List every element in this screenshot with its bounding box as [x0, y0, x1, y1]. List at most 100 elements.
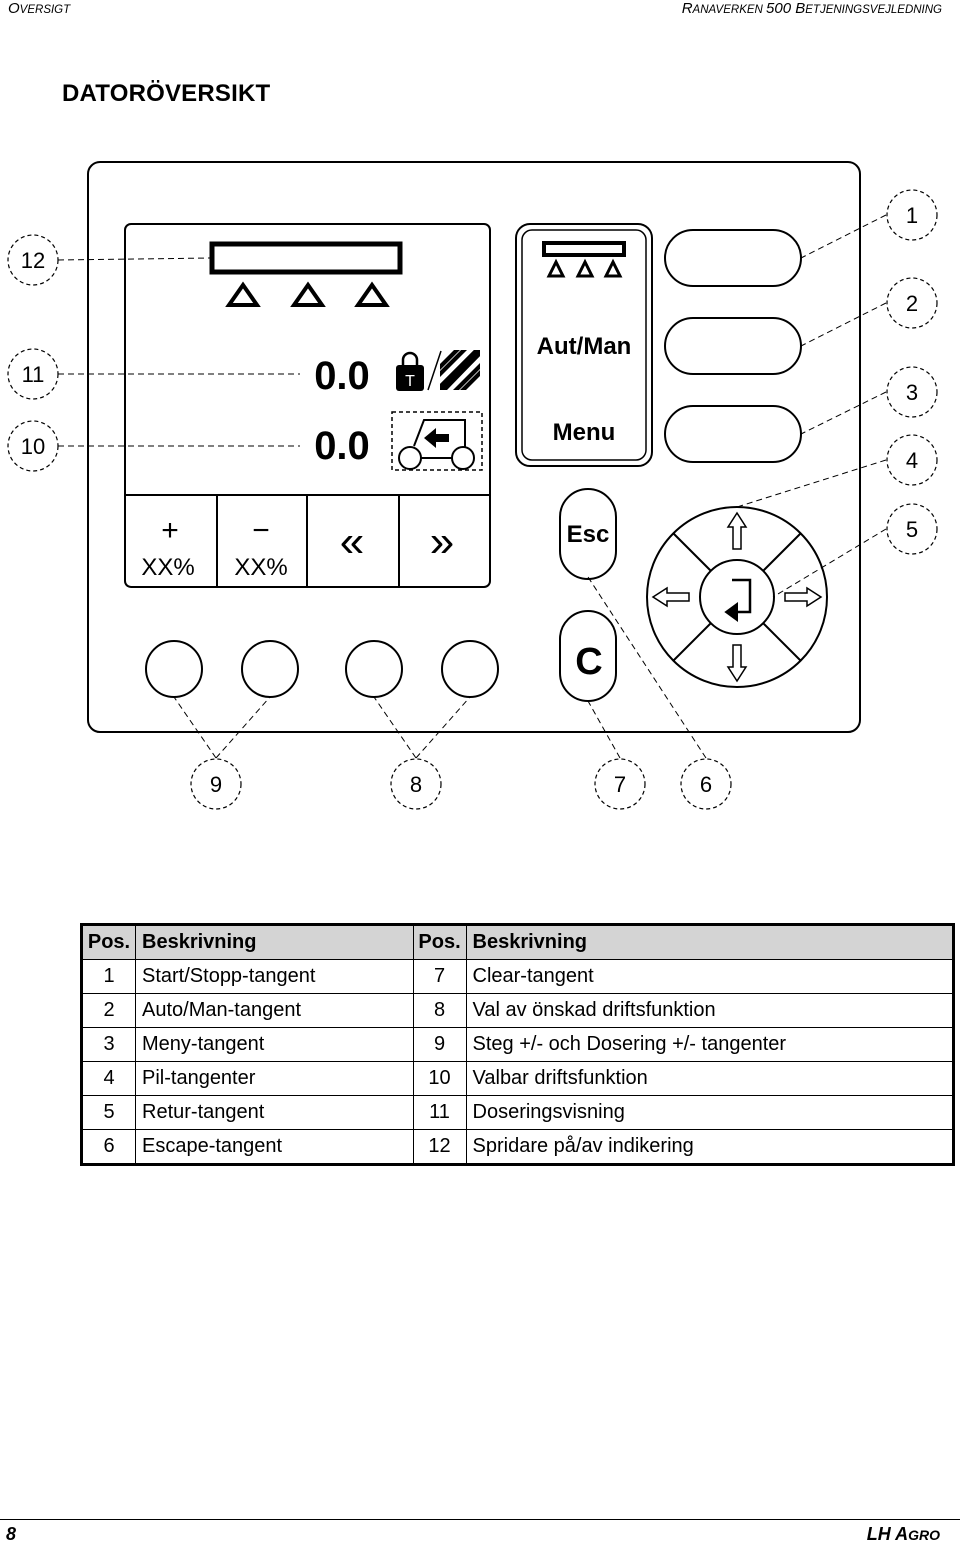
table-cell: 9	[412, 1027, 467, 1062]
table-cell: Val av önskad driftsfunktion	[465, 993, 955, 1028]
spreader-boom-icon	[209, 241, 403, 275]
callout-9	[190, 758, 242, 810]
callout-5	[886, 503, 938, 555]
footer-divider	[0, 1519, 960, 1520]
tractor-wheel-icon	[398, 446, 422, 470]
table-cell: Clear-tangent	[465, 959, 955, 994]
table-cell: 11	[412, 1095, 467, 1130]
table-cell: Steg +/- och Dosering +/- tangenter	[465, 1027, 955, 1062]
column-header: Pos.	[81, 924, 136, 960]
nozzle-icon	[354, 281, 390, 307]
table-cell: 5	[81, 1095, 136, 1130]
header-left-initial: O	[8, 0, 20, 17]
table-cell: 10	[412, 1061, 467, 1096]
function-key-right[interactable]	[441, 640, 499, 698]
callout-3	[886, 366, 938, 418]
key-description-table: Pos. Beskrivning Pos. Beskrivning 1 Star…	[80, 923, 955, 1166]
callout-label: 8	[410, 772, 422, 797]
table-cell: 7	[412, 959, 467, 994]
column-header: Beskrivning	[135, 924, 414, 960]
footer-brand-initial: LH A	[866, 1524, 909, 1544]
computer-overview-diagram: T 0.0 0.0 + − XX% XX% « » Aut/Man Menu E…	[7, 161, 938, 810]
page-title: DATORÖVERSIKT	[62, 80, 271, 107]
callout-8	[390, 758, 442, 810]
table-cell: Retur-tangent	[135, 1095, 414, 1130]
chevron-left-icon: «	[340, 517, 364, 566]
arrow-left-icon	[651, 586, 690, 608]
table-cell: 12	[412, 1129, 467, 1165]
callout-label: 12	[21, 248, 45, 273]
minus-sign: −	[252, 514, 270, 547]
arrow-keypad[interactable]	[646, 506, 828, 688]
function-key-left[interactable]	[345, 640, 403, 698]
running-header-right: RANAVERKEN 500 BETJENINGSVEJLEDNING	[682, 0, 942, 17]
header-right-part: B	[795, 0, 806, 17]
return-icon	[732, 578, 752, 614]
esc-key[interactable]	[559, 488, 617, 580]
table-cell: Doseringsvisning	[465, 1095, 955, 1130]
callout-1	[886, 189, 938, 241]
callout-label: 5	[906, 517, 918, 542]
hatch-pattern-icon	[440, 350, 480, 390]
callout-6	[680, 758, 732, 810]
callout-12	[7, 234, 59, 286]
table-cell: 6	[81, 1129, 136, 1165]
chevron-right-icon: »	[430, 517, 454, 566]
arrow-right-icon	[784, 586, 823, 608]
table-cell: Auto/Man-tangent	[135, 993, 414, 1028]
table-cell: 4	[81, 1061, 136, 1096]
nozzle-icon	[225, 281, 261, 307]
menu-label: Menu	[553, 419, 616, 446]
mini-boom-icon	[542, 241, 626, 257]
tractor-wheel-icon	[451, 446, 475, 470]
table-row: 3 Meny-tangent 9 Steg +/- och Dosering +…	[81, 1027, 955, 1062]
return-key[interactable]	[699, 559, 775, 635]
automan-key[interactable]	[664, 317, 802, 375]
table-cell: Escape-tangent	[135, 1129, 414, 1165]
minus-percent-label: XX%	[234, 554, 287, 581]
automan-menu-panel	[515, 223, 653, 467]
header-right-part: 500	[766, 0, 796, 17]
callout-label: 3	[906, 380, 918, 405]
callout-label: 7	[614, 772, 626, 797]
callout-11	[7, 348, 59, 400]
callout-2	[886, 277, 938, 329]
dosing-readout: 0.0	[314, 354, 370, 398]
callout-label: 11	[22, 362, 45, 387]
running-header-left: OVERSIGT	[8, 0, 70, 17]
column-header: Beskrivning	[465, 924, 955, 960]
table-row: 1 Start/Stopp-tangent 7 Clear-tangent	[81, 959, 955, 994]
console-housing	[87, 161, 861, 733]
table-cell: 2	[81, 993, 136, 1028]
table-cell: Pil-tangenter	[135, 1061, 414, 1096]
table-header-row: Pos. Beskrivning Pos. Beskrivning	[81, 924, 955, 960]
start-stop-key[interactable]	[664, 229, 802, 287]
callout-label: 1	[906, 203, 918, 228]
lock-letter: T	[405, 373, 415, 390]
table-cell: Spridare på/av indikering	[465, 1129, 955, 1165]
header-right-part: R	[681, 0, 693, 17]
table-cell: Valbar driftsfunktion	[465, 1061, 955, 1096]
table-cell: 8	[412, 993, 467, 1028]
header-right-part: ETJENINGSVEJLEDNING	[805, 4, 942, 16]
leader-lines	[57, 214, 887, 759]
step-plus-key[interactable]	[145, 640, 203, 698]
table-row: 5 Retur-tangent 11 Doseringsvisning	[81, 1095, 955, 1130]
header-left-rest: VERSIGT	[19, 4, 71, 16]
arrow-up-icon	[726, 511, 748, 550]
lock-icon: T	[396, 351, 424, 391]
table-cell: Meny-tangent	[135, 1027, 414, 1062]
callout-label: 9	[210, 772, 222, 797]
table-row: 4 Pil-tangenter 10 Valbar driftsfunktion	[81, 1061, 955, 1096]
clear-label: C	[575, 641, 602, 683]
callout-7	[594, 758, 646, 810]
callout-label: 4	[906, 448, 918, 473]
step-minus-key[interactable]	[241, 640, 299, 698]
function-readout: 0.0	[314, 424, 370, 468]
page-number: 8	[6, 1524, 17, 1544]
table-row: 6 Escape-tangent 12 Spridare på/av indik…	[81, 1129, 955, 1165]
tractor-arrow-icon	[424, 428, 449, 448]
menu-key[interactable]	[664, 405, 802, 463]
table-cell: 1	[81, 959, 136, 994]
footer-brand: LH AGRO	[867, 1524, 940, 1545]
